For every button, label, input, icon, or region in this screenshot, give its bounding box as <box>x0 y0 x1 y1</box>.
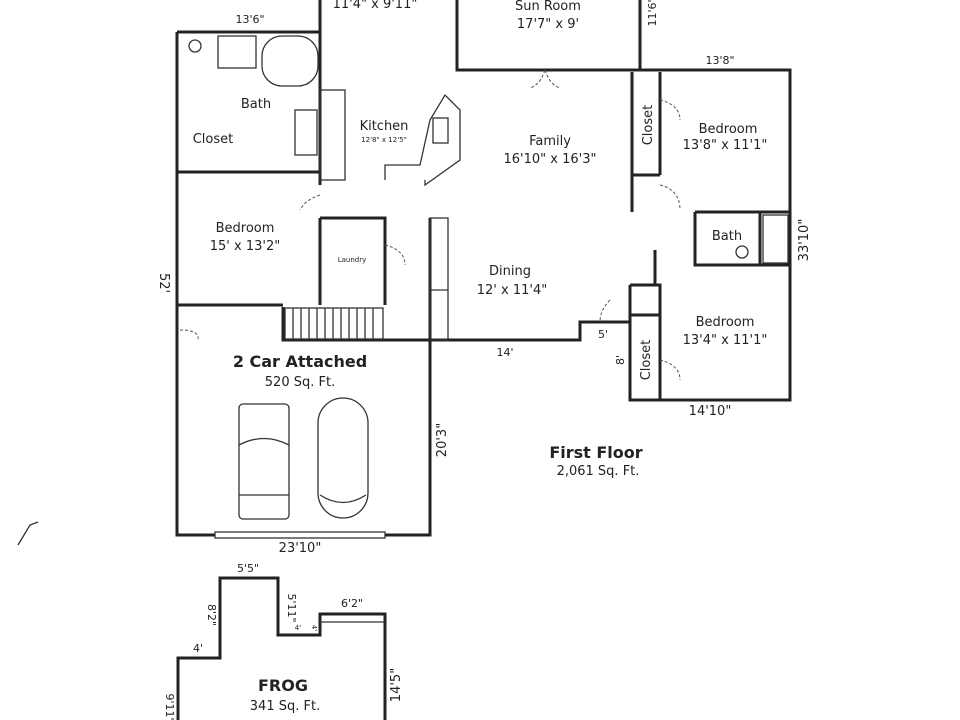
shower-icon <box>217 35 257 69</box>
family-size: 16'10" x 16'3" <box>504 152 597 167</box>
sun-room-size: 17'7" x 9' <box>517 17 579 32</box>
dim-frog-notch: 5'11" <box>285 593 298 622</box>
kitchen-sink-icon <box>432 117 449 144</box>
bedroom-left-size: 15' x 13'2" <box>210 239 280 254</box>
dining-label: Dining <box>489 264 531 279</box>
bath-left-label: Bath <box>241 97 271 112</box>
dim-frog-top: 5'5" <box>237 562 259 575</box>
dim-dining-width: 14' <box>496 346 513 359</box>
sun-room-name: Sun Room <box>515 0 581 14</box>
dim-left-depth: 52' <box>156 273 171 293</box>
dim-frog-notch-small2: 4' <box>310 625 318 631</box>
dim-frog-right: 14'5" <box>389 668 404 702</box>
frog-label: FROG <box>258 676 308 695</box>
dim-right-top: 13'8" <box>705 54 734 67</box>
dim-right-depth: 33'10" <box>797 219 812 262</box>
bath-right-label: Bath <box>712 229 742 244</box>
floor-title: First Floor <box>549 443 642 462</box>
dim-garage-width: 23'10" <box>279 541 322 556</box>
car-right-icon <box>317 397 369 519</box>
dim-frog-right-top: 6'2" <box>341 597 363 610</box>
dim-frog-left: 9'11" <box>163 693 176 720</box>
shower-icon-right <box>762 214 789 264</box>
dining-size: 12' x 11'4" <box>477 283 547 298</box>
dim-bottom-right: 14'10" <box>689 404 732 419</box>
floor-area: 2,061 Sq. Ft. <box>557 464 640 479</box>
dimensions: 13'6" 13'8" 11'6" 33'10" 52' 14' 5' 8' 1… <box>156 0 812 720</box>
dim-top-left: 13'6" <box>235 13 264 26</box>
garage-area: 520 Sq. Ft. <box>265 375 335 390</box>
dim-closet-depth: 8' <box>614 355 627 365</box>
garage-door <box>214 531 386 539</box>
sink-icon <box>294 109 318 156</box>
frog-area: 341 Sq. Ft. <box>250 699 320 714</box>
car-left-icon <box>238 403 290 520</box>
dim-frog-notch-small: 4' <box>295 624 301 632</box>
fixtures <box>179 35 789 539</box>
scan-mark <box>17 521 39 546</box>
bedroom-top-size: 13'8" x 11'1" <box>683 138 768 153</box>
stairs <box>284 307 384 340</box>
dim-sun-side: 11'6" <box>646 0 659 27</box>
dim-step: 5' <box>598 328 608 341</box>
closet-top-label: Closet <box>641 105 656 146</box>
laundry-label: Laundry <box>338 256 367 264</box>
dim-frog-left-upper: 8'2" <box>205 604 218 626</box>
bedroom-top-label: Bedroom <box>699 122 758 137</box>
dim-frog-step: 4' <box>193 642 203 655</box>
bedroom-bottom-size: 13'4" x 11'1" <box>683 333 768 348</box>
garage-label: 2 Car Attached <box>233 352 367 371</box>
top-room-size: 11'4" x 9'11" <box>333 0 418 12</box>
closet-left-label: Closet <box>193 132 234 147</box>
toilet-icon <box>188 39 202 53</box>
bedroom-bottom-label: Bedroom <box>696 315 755 330</box>
closet-bottom-label: Closet <box>639 340 654 381</box>
kitchen-size: 12'8" x 12'5" <box>361 136 407 144</box>
kitchen-label: Kitchen <box>360 119 409 134</box>
bedroom-left-label: Bedroom <box>216 221 275 236</box>
family-label: Family <box>529 134 571 149</box>
bathtub-icon <box>261 35 319 87</box>
dim-garage-depth: 20'3" <box>435 423 450 457</box>
toilet-icon-right <box>735 245 749 259</box>
